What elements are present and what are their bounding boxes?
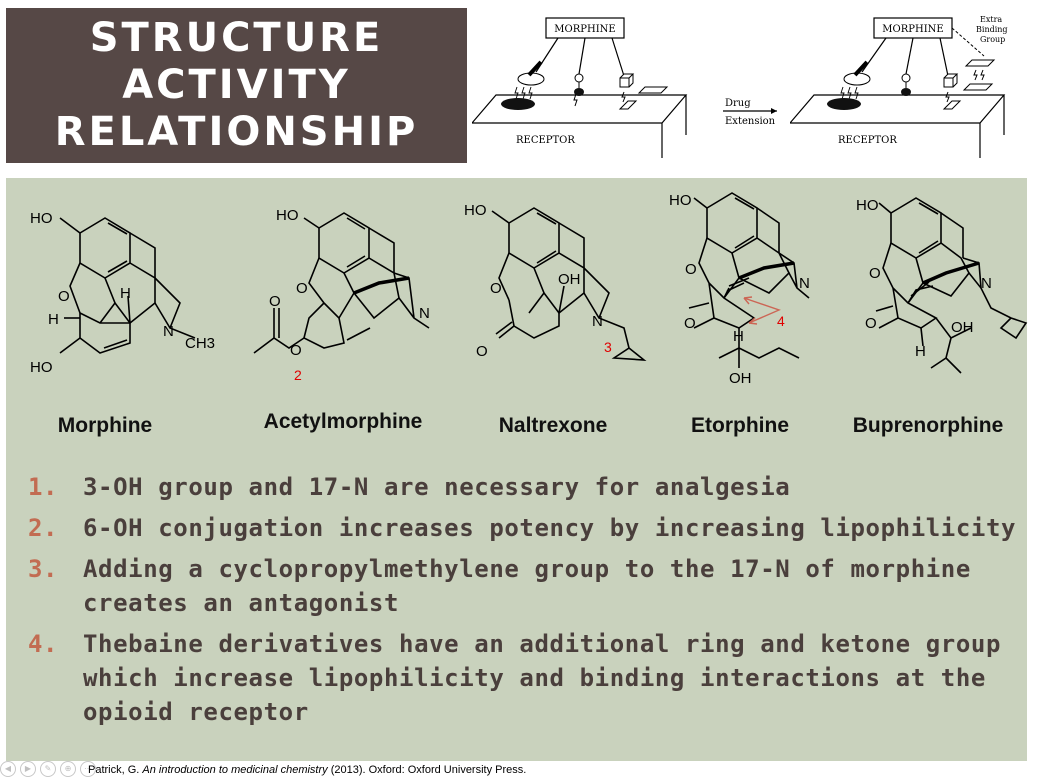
receptor-label: RECEPTOR [516,135,575,146]
more-icon[interactable]: ⋯ [80,761,96,777]
atom-o: O [58,288,70,305]
atom-n: N [592,313,603,330]
marker-4: 4 [777,313,785,329]
citation-rest: (2013). Oxford: Oxford University Press. [327,764,527,776]
label-etorphine: Etorphine [691,414,789,437]
title-line-1: STRUCTURE [89,15,384,61]
morphine-structure: HO O H H N CH3 HO [30,210,215,376]
point-number: 3. [28,555,59,583]
receptor-figure-left: MORPHINE RECEPTOR [472,17,688,158]
naltrexone-structure: HO O OH N O 3 [464,202,647,361]
marker-3: 3 [604,339,612,355]
atom-n: N [799,275,810,292]
atom-o: O [490,280,502,297]
citation-book: An introduction to medicinal chemistry [142,764,328,776]
atom-o: O [290,342,302,359]
label-buprenorphine: Buprenorphine [852,414,1004,437]
receptor-label-right: RECEPTOR [838,135,897,146]
label-morphine: Morphine [57,414,153,437]
atom-ho: HO [276,207,299,224]
atom-ho: HO [30,359,53,376]
drug-label-right: MORPHINE [882,24,943,35]
receptor-figure-right: MORPHINE Extra Binding Group RECEPTOR [790,15,1008,158]
acetylmorphine-structure: HO O N O O 2 [253,207,430,383]
atom-n: N [163,323,174,340]
atom-o: O [865,315,877,332]
atom-h: H [733,328,744,345]
atom-ho: HO [856,197,879,214]
content-panel: HO O H H N CH3 HO HO O N O O 2 [6,178,1028,761]
prev-slide-icon[interactable]: ◀ [0,761,16,777]
slide-title: STRUCTURE ACTIVITY RELATIONSHIP [6,8,467,163]
atom-oh: OH [558,271,581,288]
label-naltrexone: Naltrexone [498,414,608,437]
drug-label: MORPHINE [554,24,615,35]
list-item: 3. Adding a cyclopropylmethylene group t… [28,552,1018,620]
next-slide-icon[interactable]: ▶ [20,761,36,777]
atom-o: O [296,280,308,297]
atom-o: O [685,261,697,278]
atom-oh: OH [951,319,974,336]
label-acetylmorphine: Acetylmorphine [263,410,423,433]
list-item: 2. 6-OH conjugation increases potency by… [28,511,1018,545]
extra-binding-label-3: Group [980,35,1005,44]
list-item: 4. Thebaine derivatives have an addition… [28,627,1018,729]
atom-o: O [684,315,696,332]
atom-h: H [120,285,131,302]
marker-2: 2 [294,367,302,383]
etorphine-structure: HO O N O H OH 4 [669,192,810,387]
atom-n: N [981,275,992,292]
point-text: 3-OH group and 17-N are necessary for an… [83,473,791,501]
zoom-icon[interactable]: ⊕ [60,761,76,777]
point-text: Thebaine derivatives have an additional … [83,630,1002,726]
atom-ho: HO [30,210,53,227]
atom-n: N [419,305,430,322]
drug-extension-arrow: Drug Extension [723,98,777,127]
point-number: 2. [28,514,59,542]
atom-h: H [48,311,59,328]
atom-ho: HO [669,192,692,209]
slide-controls: ◀ ▶ ✎ ⊕ ⋯ [0,761,96,779]
extra-binding-label-1: Extra [980,15,1002,24]
list-item: 1. 3-OH group and 17-N are necessary for… [28,470,1018,504]
atom-o: O [476,343,488,360]
atom-h: H [915,343,926,360]
atom-ho: HO [464,202,487,219]
arrow-label-extension: Extension [725,116,776,127]
citation: Patrick, G. An introduction to medicinal… [88,761,526,779]
point-text: Adding a cyclopropylmethylene group to t… [83,555,971,617]
title-line-2: ACTIVITY [122,62,351,108]
atom-ch3: CH3 [185,335,215,352]
sar-points-list: 1. 3-OH group and 17-N are necessary for… [28,470,1018,736]
point-text: 6-OH conjugation increases potency by in… [83,514,1017,542]
point-number: 4. [28,630,59,658]
extra-binding-label-2: Binding [976,25,1008,34]
atom-o: O [869,265,881,282]
citation-author: Patrick, G. [88,764,143,776]
atom-oh: OH [729,370,752,387]
atom-o: O [269,293,281,310]
arrow-label-drug: Drug [725,98,751,109]
buprenorphine-structure: HO O N O H OH [856,197,1028,374]
title-line-3: RELATIONSHIP [54,109,419,155]
pen-icon[interactable]: ✎ [40,761,56,777]
point-number: 1. [28,473,59,501]
